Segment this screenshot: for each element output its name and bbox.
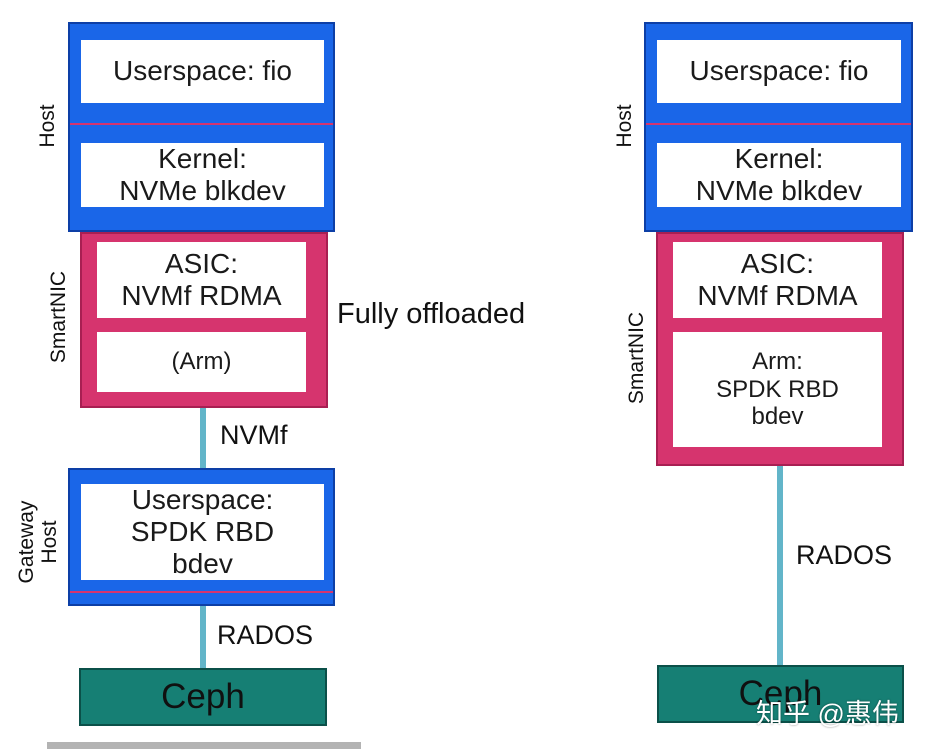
right-asic-nvmf: ASIC: NVMf RDMA bbox=[673, 242, 882, 318]
right-arm-spdk: Arm: SPDK RBD bdev bbox=[673, 332, 882, 447]
bottom-gray-bar bbox=[47, 742, 361, 749]
left-rados-connector bbox=[200, 606, 206, 668]
left-host-separator bbox=[70, 123, 333, 125]
left-rados-label: RADOS bbox=[217, 620, 314, 650]
zhihu-watermark: 知乎 @惠伟 bbox=[756, 699, 899, 729]
left-arm: (Arm) bbox=[97, 332, 306, 392]
right-rados-label: RADOS bbox=[796, 540, 893, 570]
left-gateway-side-label: Gateway Host bbox=[15, 500, 62, 584]
left-gateway-separator bbox=[70, 591, 333, 593]
right-smartnic-side-label: SmartNIC bbox=[625, 311, 648, 405]
right-kernel-nvme: Kernel: NVMe blkdev bbox=[657, 143, 901, 207]
left-smartnic-side-label: SmartNIC bbox=[47, 270, 70, 364]
left-nvmf-connector bbox=[200, 408, 206, 468]
right-host-separator bbox=[646, 123, 911, 125]
right-userspace-fio: Userspace: fio bbox=[657, 40, 901, 103]
left-ceph-box: Ceph bbox=[79, 668, 327, 726]
right-host-side-label: Host bbox=[613, 104, 636, 148]
left-gateway-userspace: Userspace: SPDK RBD bdev bbox=[81, 484, 324, 580]
left-host-side-label: Host bbox=[36, 104, 59, 148]
left-nvmf-label: NVMf bbox=[220, 420, 288, 450]
fully-offloaded-label: Fully offloaded bbox=[337, 298, 526, 330]
left-kernel-nvme: Kernel: NVMe blkdev bbox=[81, 143, 324, 207]
right-ceph-box: Ceph bbox=[657, 665, 904, 723]
left-userspace-fio: Userspace: fio bbox=[81, 40, 324, 103]
right-rados-connector bbox=[777, 466, 783, 666]
left-asic-nvmf: ASIC: NVMf RDMA bbox=[97, 242, 306, 318]
